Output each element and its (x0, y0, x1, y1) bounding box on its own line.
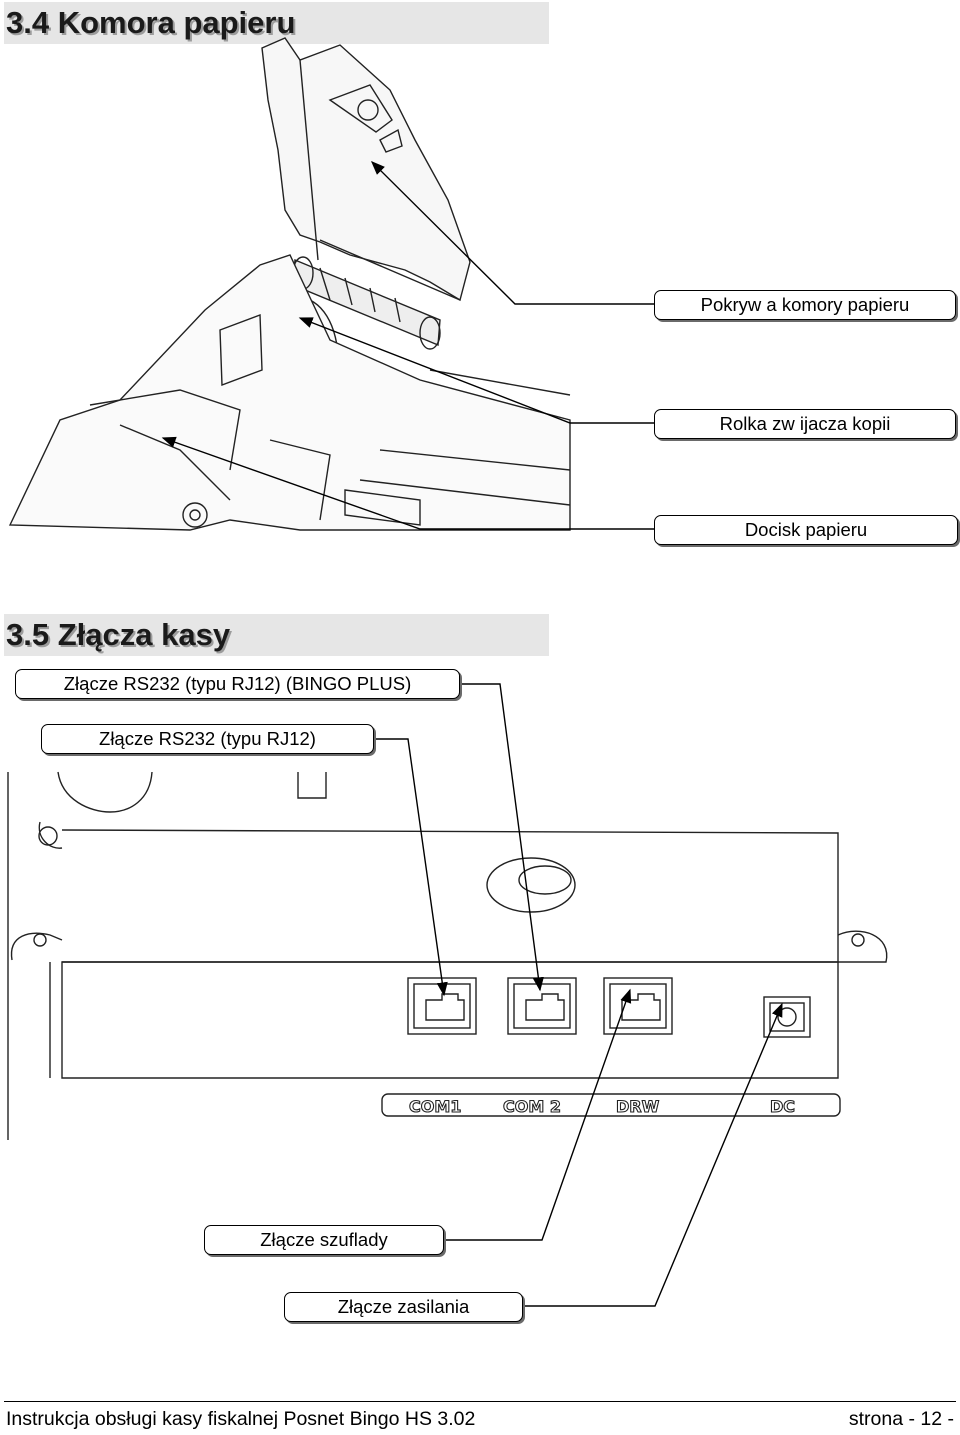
callout-drawer-connector: Złącze szuflady (204, 1225, 444, 1255)
section-title-paper-chamber: 3.4 Komora papieru (4, 2, 549, 44)
footer-document-title: Instrukcja obsługi kasy fiskalnej Posnet… (6, 1408, 476, 1430)
section-title-connectors: 3.5 Złącza kasy (4, 614, 549, 656)
port-label-com1: COM1 (409, 1097, 461, 1116)
callout-paper-presser: Docisk papieru (654, 515, 958, 545)
port-label-com2: COM 2 (503, 1097, 561, 1116)
port-label-dc: DC (770, 1097, 795, 1116)
callout-rs232: Złącze RS232 (typu RJ12) (41, 724, 374, 754)
callout-power-connector: Złącze zasilania (284, 1292, 523, 1322)
port-label-drw: DRW (616, 1097, 660, 1116)
footer-page-number: strona - 12 - (848, 1408, 954, 1430)
callout-rs232-bingo-plus: Złącze RS232 (typu RJ12) (BINGO PLUS) (15, 669, 460, 699)
callout-copy-winder-roll: Rolka zw ijacza kopii (654, 409, 956, 439)
footer-divider (4, 1401, 956, 1402)
callout-paper-cover: Pokryw a komory papieru (654, 290, 956, 320)
